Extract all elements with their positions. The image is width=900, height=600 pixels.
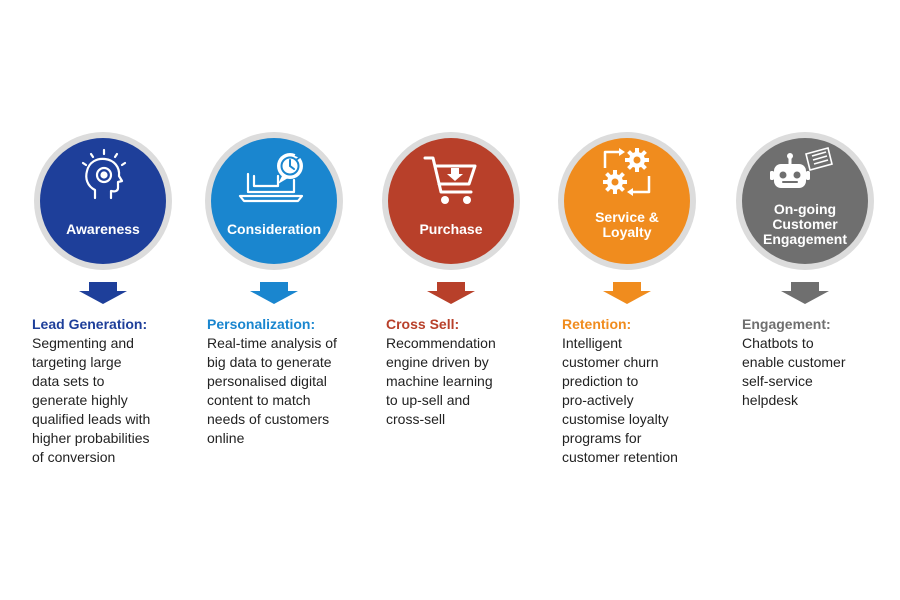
description-heading: Lead Generation:	[32, 316, 148, 332]
stage-description: Personalization: Real-time analysis of b…	[207, 315, 379, 448]
stage-label-line: Customer	[772, 216, 838, 232]
down-arrow-icon	[250, 282, 298, 304]
description-heading: Retention:	[562, 316, 632, 332]
stage-description: Lead Generation: Segmenting and targetin…	[32, 315, 204, 467]
stage-label: Service & Loyalty	[564, 210, 690, 240]
body-line: Chatbots to	[742, 335, 814, 351]
body-line: self-service	[742, 373, 813, 389]
body-line: needs of customers	[207, 411, 330, 427]
body-line: customer retention	[562, 449, 678, 465]
body-line: engine driven by	[386, 354, 489, 370]
body-line: Segmenting and	[32, 335, 134, 351]
stage-label-line: Loyalty	[602, 224, 652, 240]
description-heading: Personalization:	[207, 316, 316, 332]
stage-label-line: On-going	[773, 201, 837, 217]
body-line: personalised digital	[207, 373, 327, 389]
consideration-circle: Consideration	[211, 138, 337, 264]
body-line: machine learning	[386, 373, 493, 389]
gears-cycle-icon	[603, 148, 651, 196]
shopping-cart-icon	[423, 156, 477, 204]
body-line: targeting large	[32, 354, 122, 370]
body-line: of conversion	[32, 449, 116, 465]
body-line: Real-time analysis of	[207, 335, 337, 351]
stage-label-line: Consideration	[226, 221, 322, 237]
stage-label: Consideration	[211, 222, 337, 237]
body-line: to up-sell and	[386, 392, 471, 408]
down-arrow-icon	[79, 282, 127, 304]
description-heading: Engagement:	[742, 316, 831, 332]
body-line: higher probabilities	[32, 430, 150, 446]
stage-label-line: Purchase	[419, 221, 483, 237]
description-body: Segmenting and targeting large data sets…	[32, 334, 204, 467]
down-arrow-icon	[427, 282, 475, 304]
body-line: enable customer	[742, 354, 846, 370]
stage-description: Engagement: Chatbots to enable customer …	[742, 315, 892, 410]
description-heading: Cross Sell:	[386, 316, 460, 332]
laptop-chat-icon	[238, 153, 304, 203]
engagement-circle: On-going Customer Engagement	[742, 138, 868, 264]
awareness-circle: Awareness	[40, 138, 166, 264]
stage-label: Purchase	[388, 222, 514, 237]
body-line: cross-sell	[386, 411, 446, 427]
service-loyalty-circle: Service & Loyalty	[564, 138, 690, 264]
stage-label: Awareness	[40, 222, 166, 237]
chatbot-icon	[770, 147, 833, 188]
body-line: pro-actively	[562, 392, 634, 408]
stage-description: Cross Sell: Recommendation engine driven…	[386, 315, 558, 429]
body-line: Intelligent	[562, 335, 622, 351]
down-arrow-icon	[603, 282, 651, 304]
stage-label-line: Service &	[595, 209, 659, 225]
stage-label-line: Awareness	[66, 221, 140, 237]
body-line: content to match	[207, 392, 311, 408]
body-line: generate highly	[32, 392, 128, 408]
body-line: data sets to	[32, 373, 105, 389]
body-line: Recommendation	[386, 335, 496, 351]
body-line: online	[207, 430, 245, 446]
body-line: prediction to	[562, 373, 639, 389]
body-line: programs for	[562, 430, 642, 446]
description-body: Intelligent customer churn prediction to…	[562, 334, 734, 467]
purchase-circle: Purchase	[388, 138, 514, 264]
stage-label-line: Engagement	[762, 231, 847, 247]
down-arrow-icon	[781, 282, 829, 304]
body-line: customise loyalty	[562, 411, 669, 427]
stage-label: On-going Customer Engagement	[742, 202, 868, 247]
description-body: Recommendation engine driven by machine …	[386, 334, 558, 429]
body-line: helpdesk	[742, 392, 799, 408]
body-line: customer churn	[562, 354, 659, 370]
description-body: Chatbots to enable customer self-service…	[742, 334, 892, 410]
description-body: Real-time analysis of big data to genera…	[207, 334, 379, 448]
stage-description: Retention: Intelligent customer churn pr…	[562, 315, 734, 467]
head-bulb-icon	[81, 148, 127, 200]
body-line: qualified leads with	[32, 411, 151, 427]
body-line: big data to generate	[207, 354, 332, 370]
